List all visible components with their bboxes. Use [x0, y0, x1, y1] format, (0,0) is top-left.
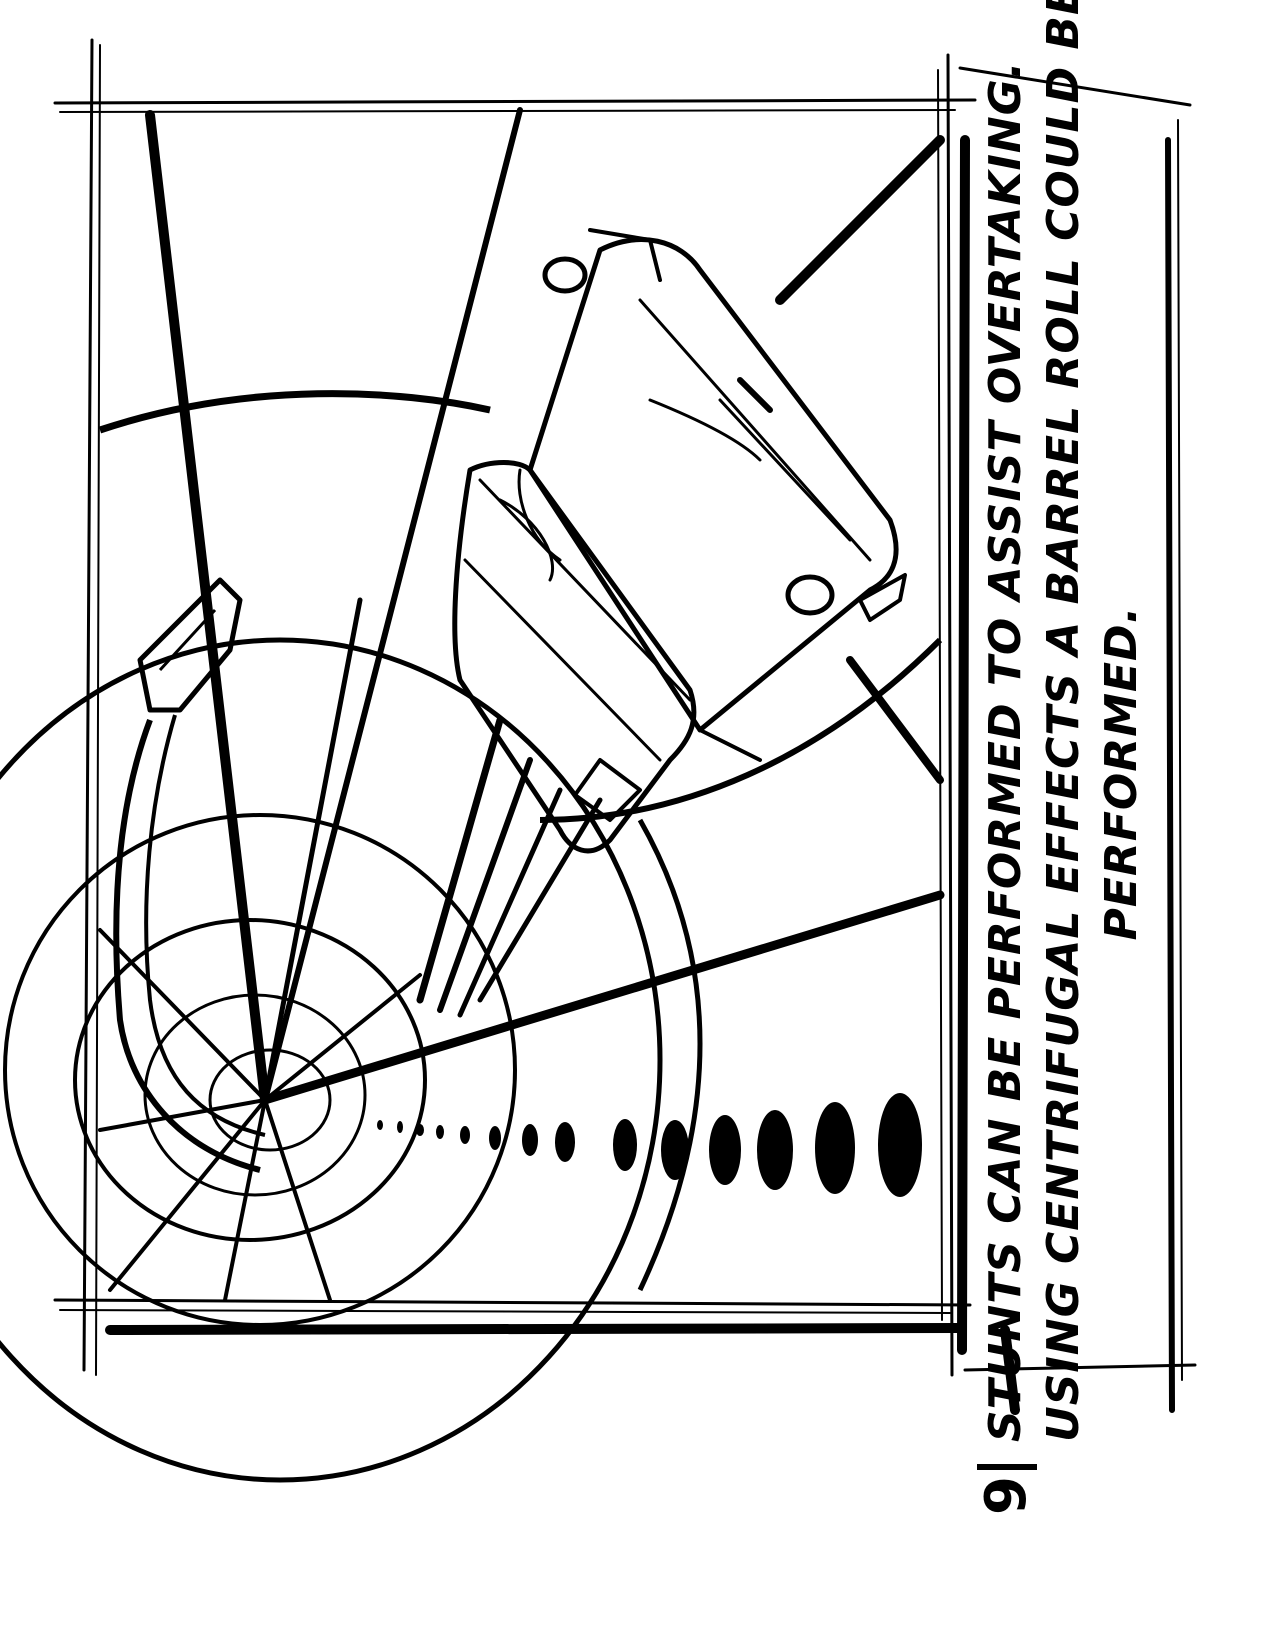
caption-text: STUNTS CAN BE PERFORMED TO ASSIST OVERTA…: [977, 0, 1151, 1442]
panel-number: 9: [974, 1464, 1039, 1515]
panel-frame: [53, 38, 977, 1377]
caption-line-2: USING CENTRIFUGAL EFFECTS A BARREL ROLL …: [1038, 0, 1089, 1443]
caption-frame: [957, 66, 1197, 1415]
caption-line-3: PERFORMED.: [1096, 605, 1147, 941]
motion-streaks: [416, 716, 603, 1018]
speed-dots: [377, 1093, 922, 1197]
rolling-car: [452, 228, 907, 854]
caption-strip: 9 STUNTS CAN BE PERFORMED TO ASSIST OVER…: [965, 0, 1175, 1535]
speed-vortex: [0, 390, 943, 1483]
distant-car: [113, 577, 266, 1173]
caption-line-1: STUNTS CAN BE PERFORMED TO ASSIST OVERTA…: [980, 60, 1031, 1443]
